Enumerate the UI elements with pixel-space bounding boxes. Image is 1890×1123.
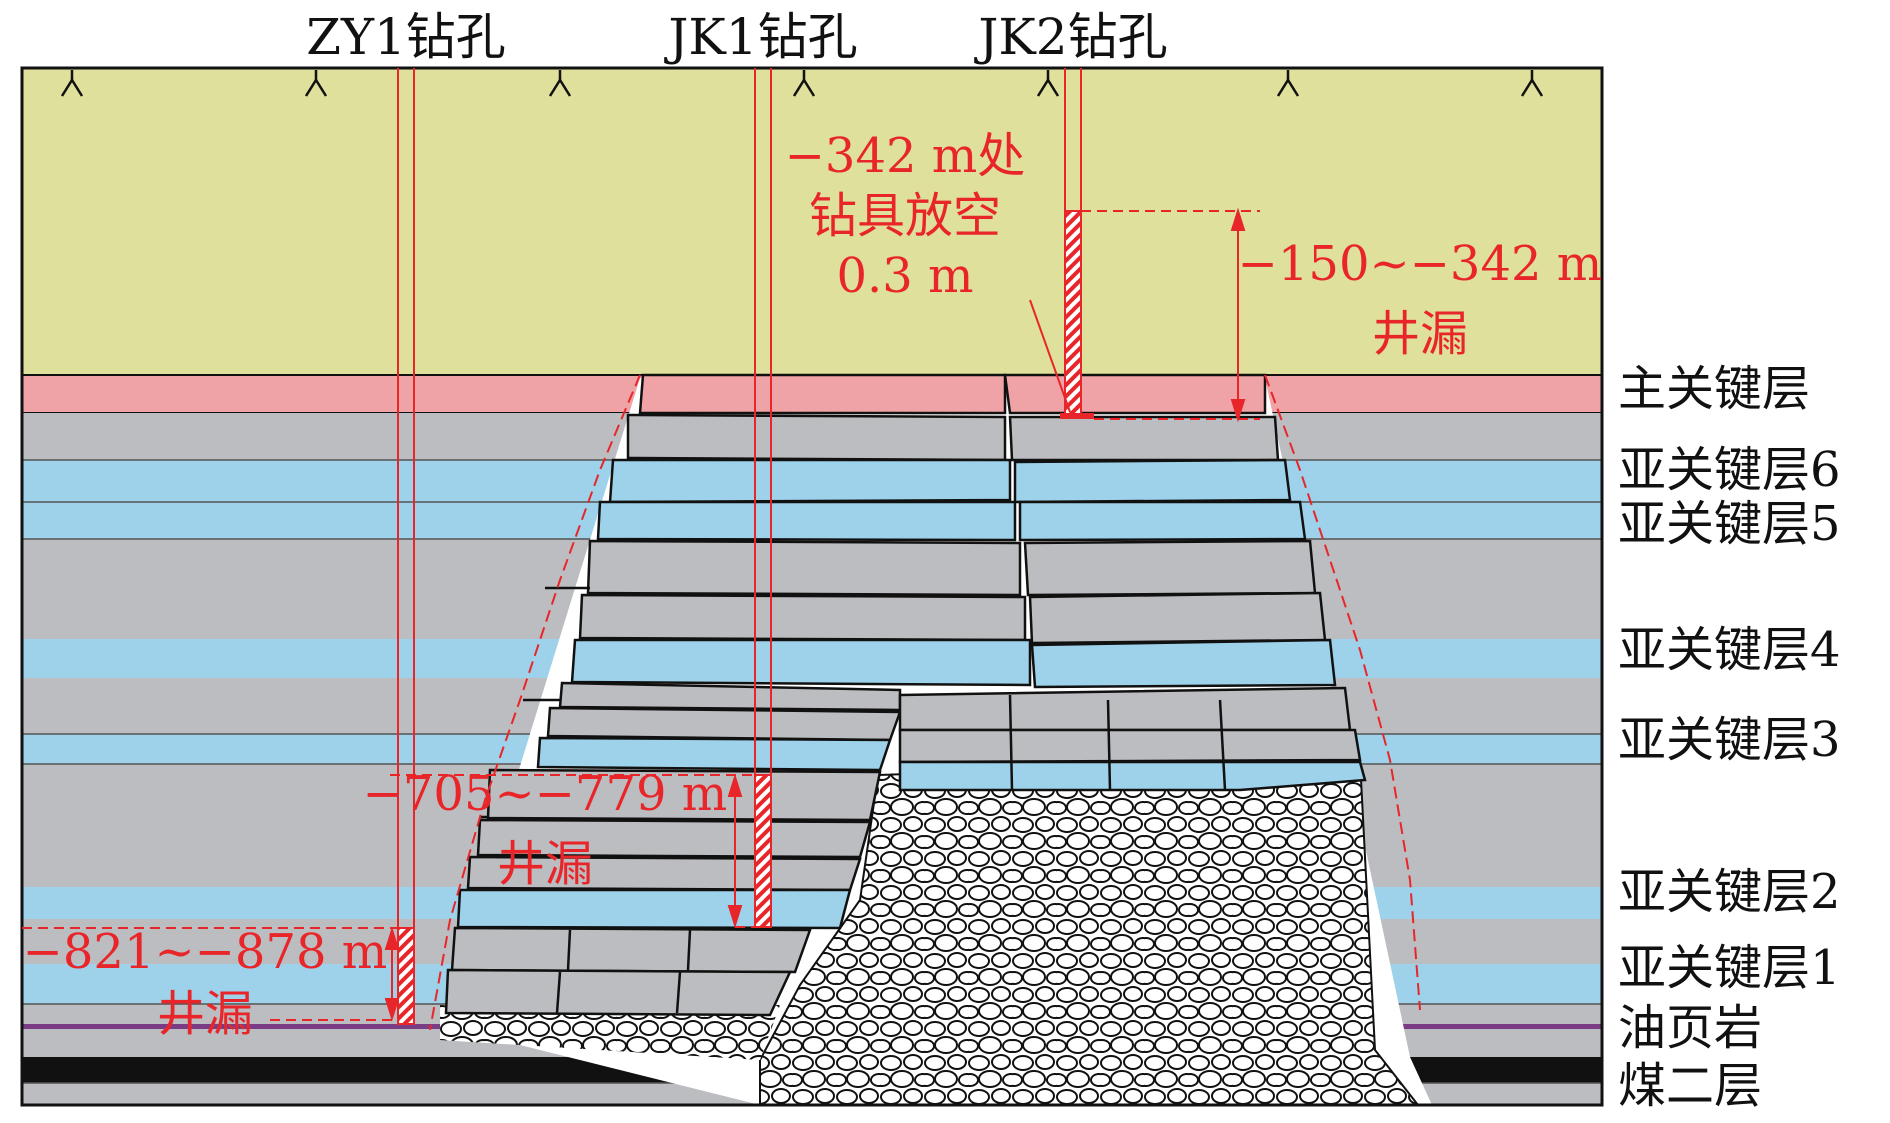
jk2-empty-line3: 0.3 m	[836, 248, 973, 304]
block	[898, 728, 1362, 764]
block-main-right	[1003, 373, 1267, 415]
block	[570, 638, 1032, 687]
jk2-empty-mark	[1060, 413, 1094, 419]
jk1-loss-segment	[754, 774, 772, 928]
left-block-joints	[480, 586, 692, 1014]
label-sub-key-layer-3: 亚关键层3	[1618, 712, 1841, 768]
block	[444, 968, 792, 1017]
label-coal-seam-2: 煤二层	[1618, 1058, 1762, 1114]
block	[578, 593, 1027, 642]
jk2-loss-segment	[1064, 210, 1082, 418]
caved-zone	[429, 373, 1432, 1106]
block	[586, 539, 1022, 597]
jk1-loss-annotation: −705~−779 m 井漏	[363, 766, 728, 892]
jk1-loss-range: −705~−779 m	[363, 766, 728, 822]
zy1-loss-segment	[397, 927, 415, 1025]
block	[1013, 458, 1292, 504]
borehole-jk2	[1060, 68, 1094, 419]
right-broken-blocks	[898, 373, 1367, 792]
block	[898, 686, 1352, 732]
label-sub-key-layer-6: 亚关键层6	[1618, 442, 1841, 498]
block	[1008, 415, 1280, 462]
jk2-empty-line1: −342 m处	[785, 128, 1026, 184]
label-sub-key-layer-2: 亚关键层2	[1618, 864, 1841, 920]
zy1-loss-range: −821~−878 m	[23, 924, 388, 980]
borehole-zy1	[397, 68, 415, 1025]
label-oil-shale: 油页岩	[1618, 1000, 1762, 1056]
surface-ticks	[60, 70, 1544, 97]
block	[1028, 591, 1327, 645]
caving-boundary	[429, 374, 1421, 1031]
block	[486, 768, 882, 822]
block	[626, 413, 1007, 462]
block	[608, 458, 1012, 504]
label-sub-key-layer-4: 亚关键层4	[1618, 622, 1841, 678]
jk2-empty-line2: 钻具放空	[809, 188, 1001, 244]
block	[1030, 638, 1337, 689]
block	[1018, 500, 1307, 542]
jk2-loss-label: 井漏	[1372, 306, 1468, 362]
borehole-title-jk2: JK2钻孔	[973, 8, 1167, 66]
block	[536, 736, 892, 772]
jk2-loss-annotation: −150~−342 m 井漏	[1238, 236, 1603, 362]
block	[450, 926, 812, 974]
label-sub-key-layer-1: 亚关键层1	[1618, 940, 1841, 996]
jk2-loss-range: −150~−342 m	[1238, 236, 1603, 292]
label-sub-key-layer-5: 亚关键层5	[1618, 496, 1841, 552]
label-main-key-layer: 主关键层	[1618, 361, 1810, 417]
zy1-loss-label: 井漏	[157, 986, 253, 1042]
borehole-title-jk1: JK1钻孔	[663, 8, 857, 66]
borehole-jk1	[754, 68, 772, 928]
layer-labels: 主关键层 亚关键层6 亚关键层5 亚关键层4 亚关键层3 亚关键层2 亚关键层1…	[1618, 361, 1841, 1114]
block	[898, 760, 1367, 792]
right-block-joints	[1008, 694, 1227, 791]
block	[456, 888, 852, 930]
jk2-empty-annotation: −342 m处 钻具放空 0.3 m	[785, 128, 1026, 304]
section-frame	[20, 66, 1604, 1107]
block	[596, 500, 1017, 542]
block	[1023, 539, 1317, 597]
block-main-left	[638, 373, 1007, 415]
borehole-title-zy1: ZY1钻孔	[306, 8, 506, 66]
topsoil-layer	[22, 68, 1602, 375]
block	[546, 706, 902, 742]
jk1-loss-label: 井漏	[497, 836, 593, 892]
zy1-loss-annotation: −821~−878 m 井漏	[23, 924, 388, 1042]
rubble-left-strip	[440, 1005, 780, 1060]
depth-markers	[22, 207, 1260, 1022]
